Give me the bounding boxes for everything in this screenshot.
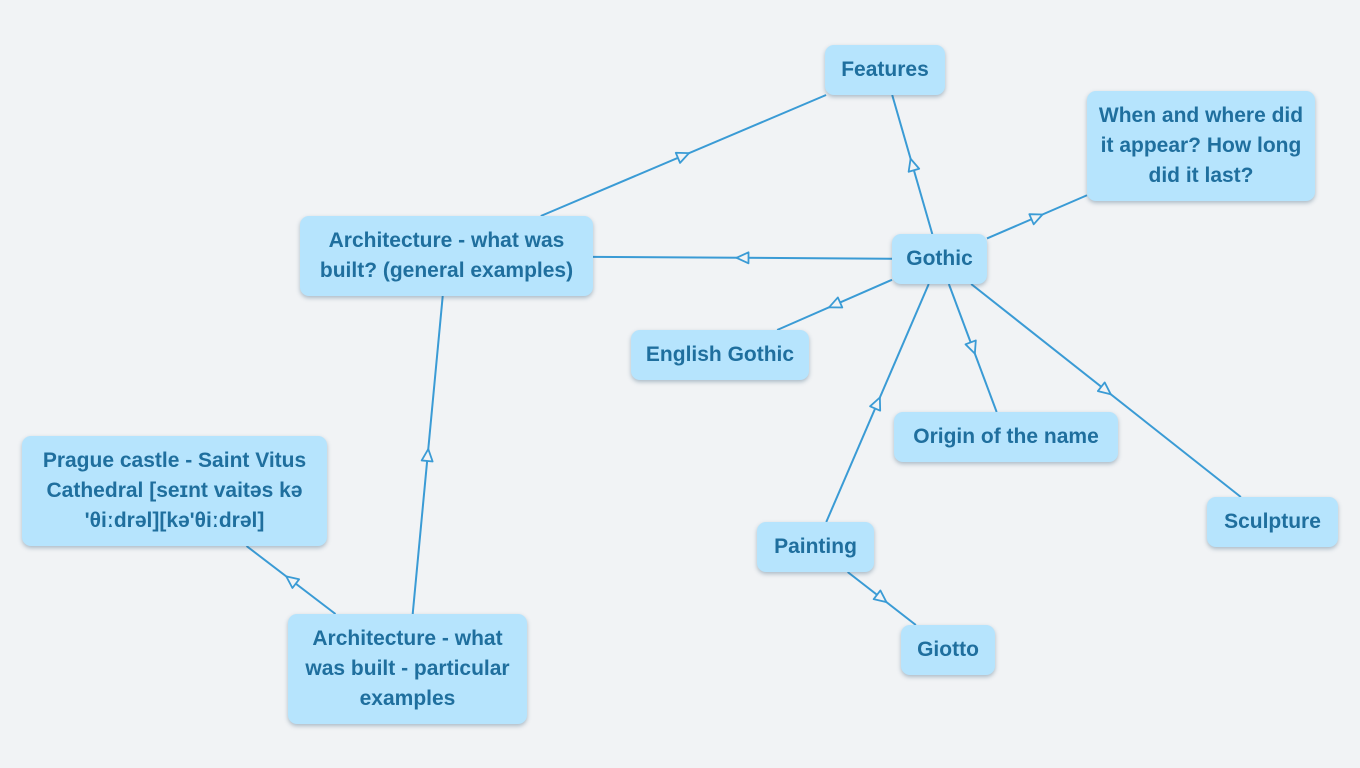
node-architecture-general-label: Architecture - what was built? (general … [319,229,574,282]
arrowhead-gothic-origin [964,339,977,355]
arrowhead-arch_particular-prague [285,575,301,589]
node-painting[interactable]: Painting [757,522,874,572]
node-architecture-particular[interactable]: Architecture - what was built - particul… [288,614,527,724]
node-sculpture[interactable]: Sculpture [1207,497,1338,547]
arrowhead-gothic-arch_general [735,251,750,265]
node-origin-of-name-label: Origin of the name [913,425,1099,448]
node-features[interactable]: Features [825,45,945,95]
node-sculpture-label: Sculpture [1224,510,1321,533]
node-features-label: Features [841,58,929,81]
arrowhead-gothic-sculpture [1096,381,1112,396]
node-when-and-where-label: When and where did it appear? How long d… [1098,104,1304,187]
node-gothic-label: Gothic [906,247,973,270]
arrowhead-painting-gothic [869,396,882,412]
arrowhead-gothic-features [907,157,921,173]
node-giotto[interactable]: Giotto [901,625,995,675]
node-origin-of-name[interactable]: Origin of the name [894,412,1118,462]
node-gothic[interactable]: Gothic [892,234,987,284]
arrowhead-arch_particular-arch_general [420,448,434,463]
node-prague-castle-label: Prague castle - Saint Vitus Cathedral [s… [42,449,307,532]
node-english-gothic-label: English Gothic [645,343,795,366]
arrowhead-painting-giotto [872,589,888,604]
node-english-gothic[interactable]: English Gothic [631,330,809,380]
arrowhead-gothic-english [828,296,844,309]
node-when-and-where[interactable]: When and where did it appear? How long d… [1087,91,1315,201]
arrowhead-arch_general-features [674,151,690,164]
node-architecture-particular-label: Architecture - what was built - particul… [305,627,510,710]
node-painting-label: Painting [774,535,857,558]
node-prague-castle[interactable]: Prague castle - Saint Vitus Cathedral [s… [22,436,327,546]
node-giotto-label: Giotto [917,638,979,661]
node-architecture-general[interactable]: Architecture - what was built? (general … [300,216,593,296]
arrowhead-gothic-when [1028,213,1044,226]
